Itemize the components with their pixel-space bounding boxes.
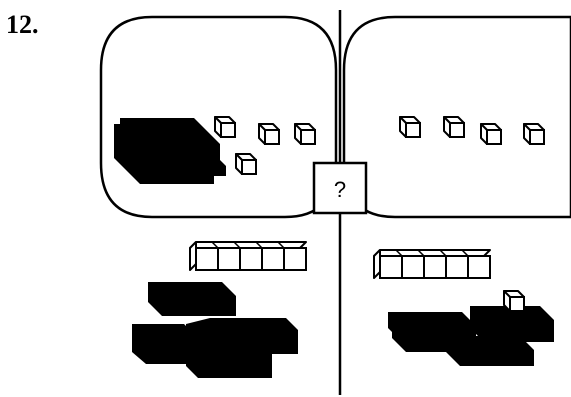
unit-cube — [236, 154, 256, 174]
unit-cube — [215, 117, 235, 137]
right-side-blocks — [374, 250, 554, 366]
unit-cube — [400, 117, 420, 137]
unit-cube — [504, 291, 524, 311]
unit-cube — [444, 117, 464, 137]
hundreds-flat — [148, 282, 236, 316]
unit-cube — [259, 124, 279, 144]
unknown-symbol: ? — [334, 177, 346, 202]
hundreds-flat — [446, 336, 534, 366]
unit-cube — [295, 124, 315, 144]
unit-cube — [524, 124, 544, 144]
ten-rod — [190, 242, 306, 270]
unit-cube — [481, 124, 501, 144]
left-side-blocks — [132, 242, 306, 378]
ten-rod — [374, 250, 490, 278]
hundreds-flat — [132, 338, 214, 364]
